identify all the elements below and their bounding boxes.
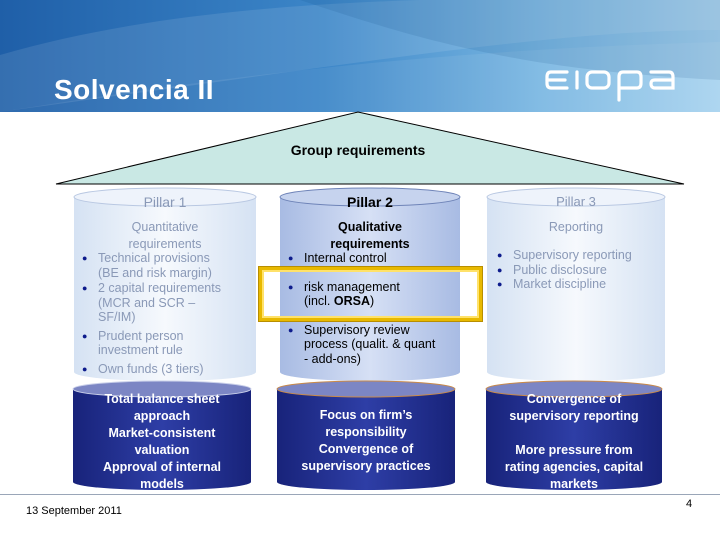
pillar-1-title: Pillar 1 bbox=[143, 194, 187, 210]
pillar-2-subtitle: Qualitative requirements bbox=[280, 219, 460, 253]
base-cylinders bbox=[72, 380, 663, 490]
base-1-cylinder bbox=[72, 380, 252, 490]
page-number: 4 bbox=[686, 498, 693, 510]
pillar-1-subtitle-line2: requirements bbox=[128, 237, 202, 251]
list-item: Own funds (3 tiers) bbox=[80, 362, 256, 377]
list-item: Market discipline bbox=[495, 277, 665, 292]
list-item: risk management (incl. ORSA) bbox=[286, 280, 462, 309]
pillar-2-subtitle-line2: requirements bbox=[330, 237, 410, 251]
footer-date: 13 September 2011 bbox=[26, 505, 122, 517]
pillar-3-subtitle: Reporting bbox=[548, 220, 604, 234]
list-item: Public disclosure bbox=[495, 263, 665, 278]
page-title: Solvencia II bbox=[54, 74, 215, 105]
eiopa-logo bbox=[545, 70, 675, 102]
pillar-1-subtitle-line1: Quantitative bbox=[131, 220, 199, 234]
header-background bbox=[0, 0, 720, 112]
pillar-1-subtitle: Quantitative requirements bbox=[74, 219, 256, 253]
pillar-3-list: Supervisory reporting Public disclosure … bbox=[495, 248, 665, 292]
footer-divider bbox=[0, 494, 720, 495]
base-1-text: Total balance sheet approach Market-cons… bbox=[102, 392, 222, 491]
list-item: Internal control bbox=[286, 251, 462, 266]
base-3-cylinder bbox=[485, 380, 663, 490]
orsa-label: ORSA bbox=[333, 294, 370, 308]
list-item: Technical provisions(BE and risk margin) bbox=[80, 251, 256, 280]
risk-management-highlight-box bbox=[259, 267, 482, 321]
list-item: 2 capital requirements(MCR and SCR –SF/I… bbox=[80, 281, 256, 325]
pillar-2-title: Pillar 2 bbox=[347, 194, 393, 210]
pillar-1-list: Technical provisions(BE and risk margin)… bbox=[80, 251, 256, 376]
pillar-2-subtitle-line1: Qualitative bbox=[338, 220, 402, 234]
base-3-text: Convergence of supervisory reporting Mor… bbox=[504, 392, 644, 491]
group-requirements-roof bbox=[55, 111, 685, 185]
slide-header: Solvencia II bbox=[0, 0, 720, 112]
list-item: Supervisory reporting bbox=[495, 248, 665, 263]
roof-label: Group requirements bbox=[290, 142, 426, 158]
pillar-3-title: Pillar 3 bbox=[556, 194, 596, 209]
base-2-cylinder bbox=[276, 380, 456, 490]
base-2-text: Focus on firm’s responsibility Convergen… bbox=[301, 408, 431, 473]
pillar-2-list: Internal control risk management (incl. … bbox=[286, 251, 462, 366]
